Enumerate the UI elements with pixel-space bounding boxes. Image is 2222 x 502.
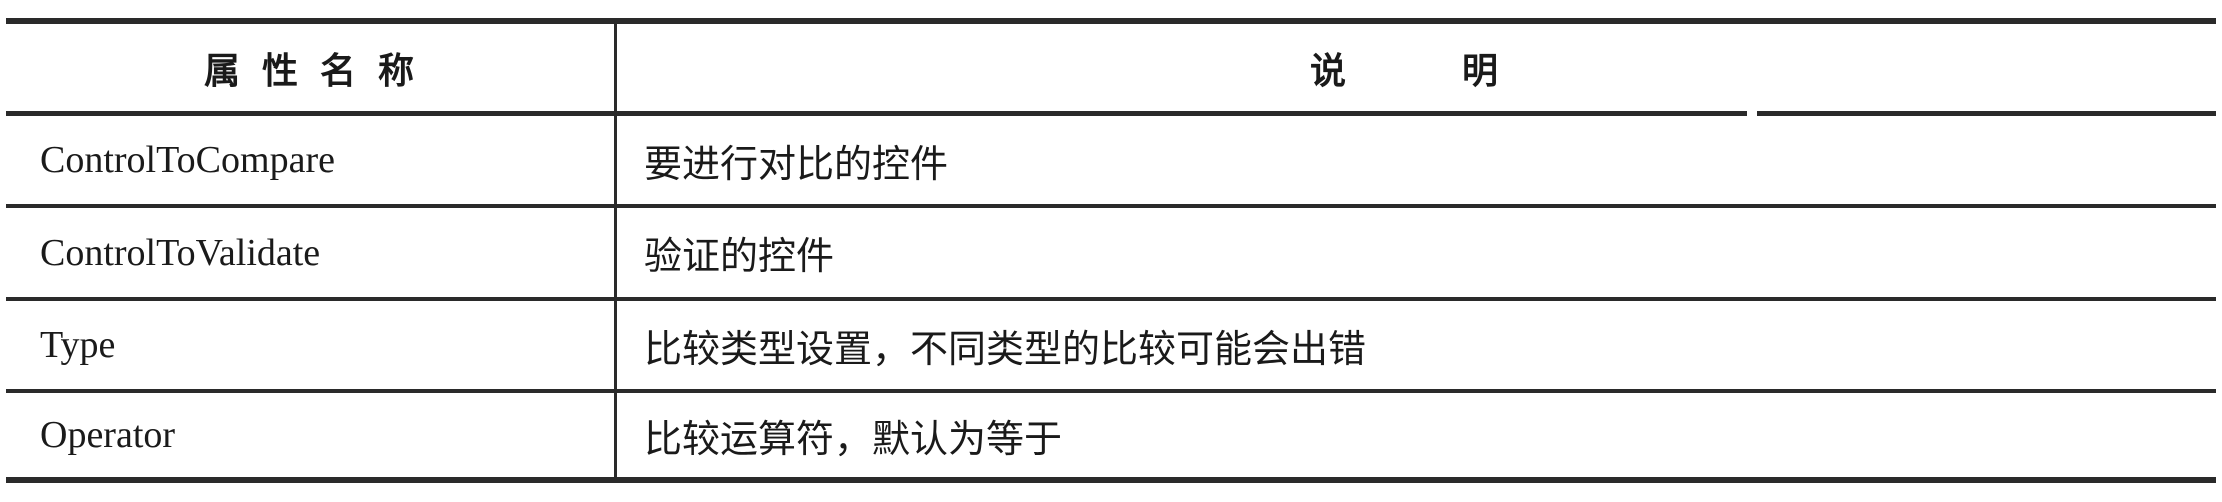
row-rule (6, 389, 2216, 393)
header-rule (6, 111, 2216, 116)
header-property-name: 属性名称 (203, 50, 436, 92)
row-name: ControlToCompare (40, 139, 335, 181)
row-name: ControlToValidate (40, 231, 321, 274)
row-name: Type (40, 324, 116, 366)
row-description: 要进行对比的控件 (644, 143, 949, 186)
table-bottom-rule (6, 477, 2216, 483)
table-top-rule (6, 18, 2216, 24)
row-description: 比较类型设置，不同类型的比较可能会出错 (644, 328, 1367, 371)
header-description: 说 明 (1309, 50, 1538, 92)
row-name: Operator (40, 414, 176, 456)
row-rule (6, 297, 2216, 301)
column-divider (614, 21, 617, 481)
rule-gap (1747, 111, 1757, 117)
row-description: 验证的控件 (644, 236, 835, 278)
row-rule (6, 204, 2216, 208)
row-description: 比较运算符，默认为等于 (644, 418, 1063, 461)
